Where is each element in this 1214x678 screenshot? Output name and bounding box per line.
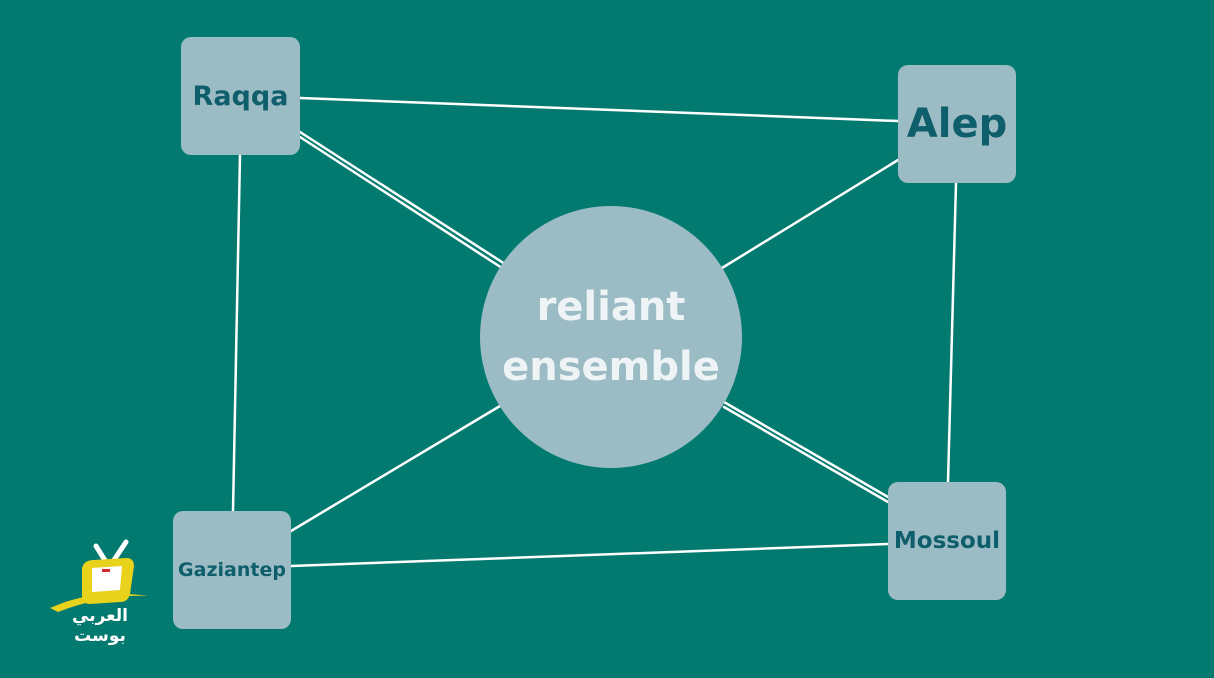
node-alep-label: Alep <box>906 101 1008 147</box>
edge-alep-center <box>720 158 900 270</box>
logo-text: العربي بوست <box>72 606 128 646</box>
edge-raqqa-center-2 <box>298 135 504 270</box>
edge-alep-mossoul <box>946 181 958 484</box>
edge-mossoul-center <box>722 400 890 499</box>
node-gaziantep-label: Gaziantep <box>178 559 286 581</box>
node-mossoul-label: Mossoul <box>893 528 1001 554</box>
node-mossoul: Mossoul <box>888 482 1006 600</box>
edge-gaziantep-mossoul <box>289 542 890 568</box>
node-alep: Alep <box>898 65 1016 183</box>
edge-raqqa-alep <box>298 96 900 123</box>
arabi-post-logo-icon <box>50 539 148 612</box>
node-raqqa: Raqqa <box>181 37 300 155</box>
edge-raqqa-center <box>298 130 507 266</box>
node-gaziantep: Gaziantep <box>173 511 291 629</box>
node-raqqa-label: Raqqa <box>192 80 289 112</box>
edge-gaziantep-center <box>289 404 502 533</box>
edge-raqqa-gaziantep <box>231 153 242 513</box>
center-label-line1: reliant <box>536 284 686 330</box>
center-node: reliant ensemble <box>480 206 742 468</box>
center-label-line2: ensemble <box>502 344 720 390</box>
edge-mossoul-center-2 <box>722 405 890 504</box>
